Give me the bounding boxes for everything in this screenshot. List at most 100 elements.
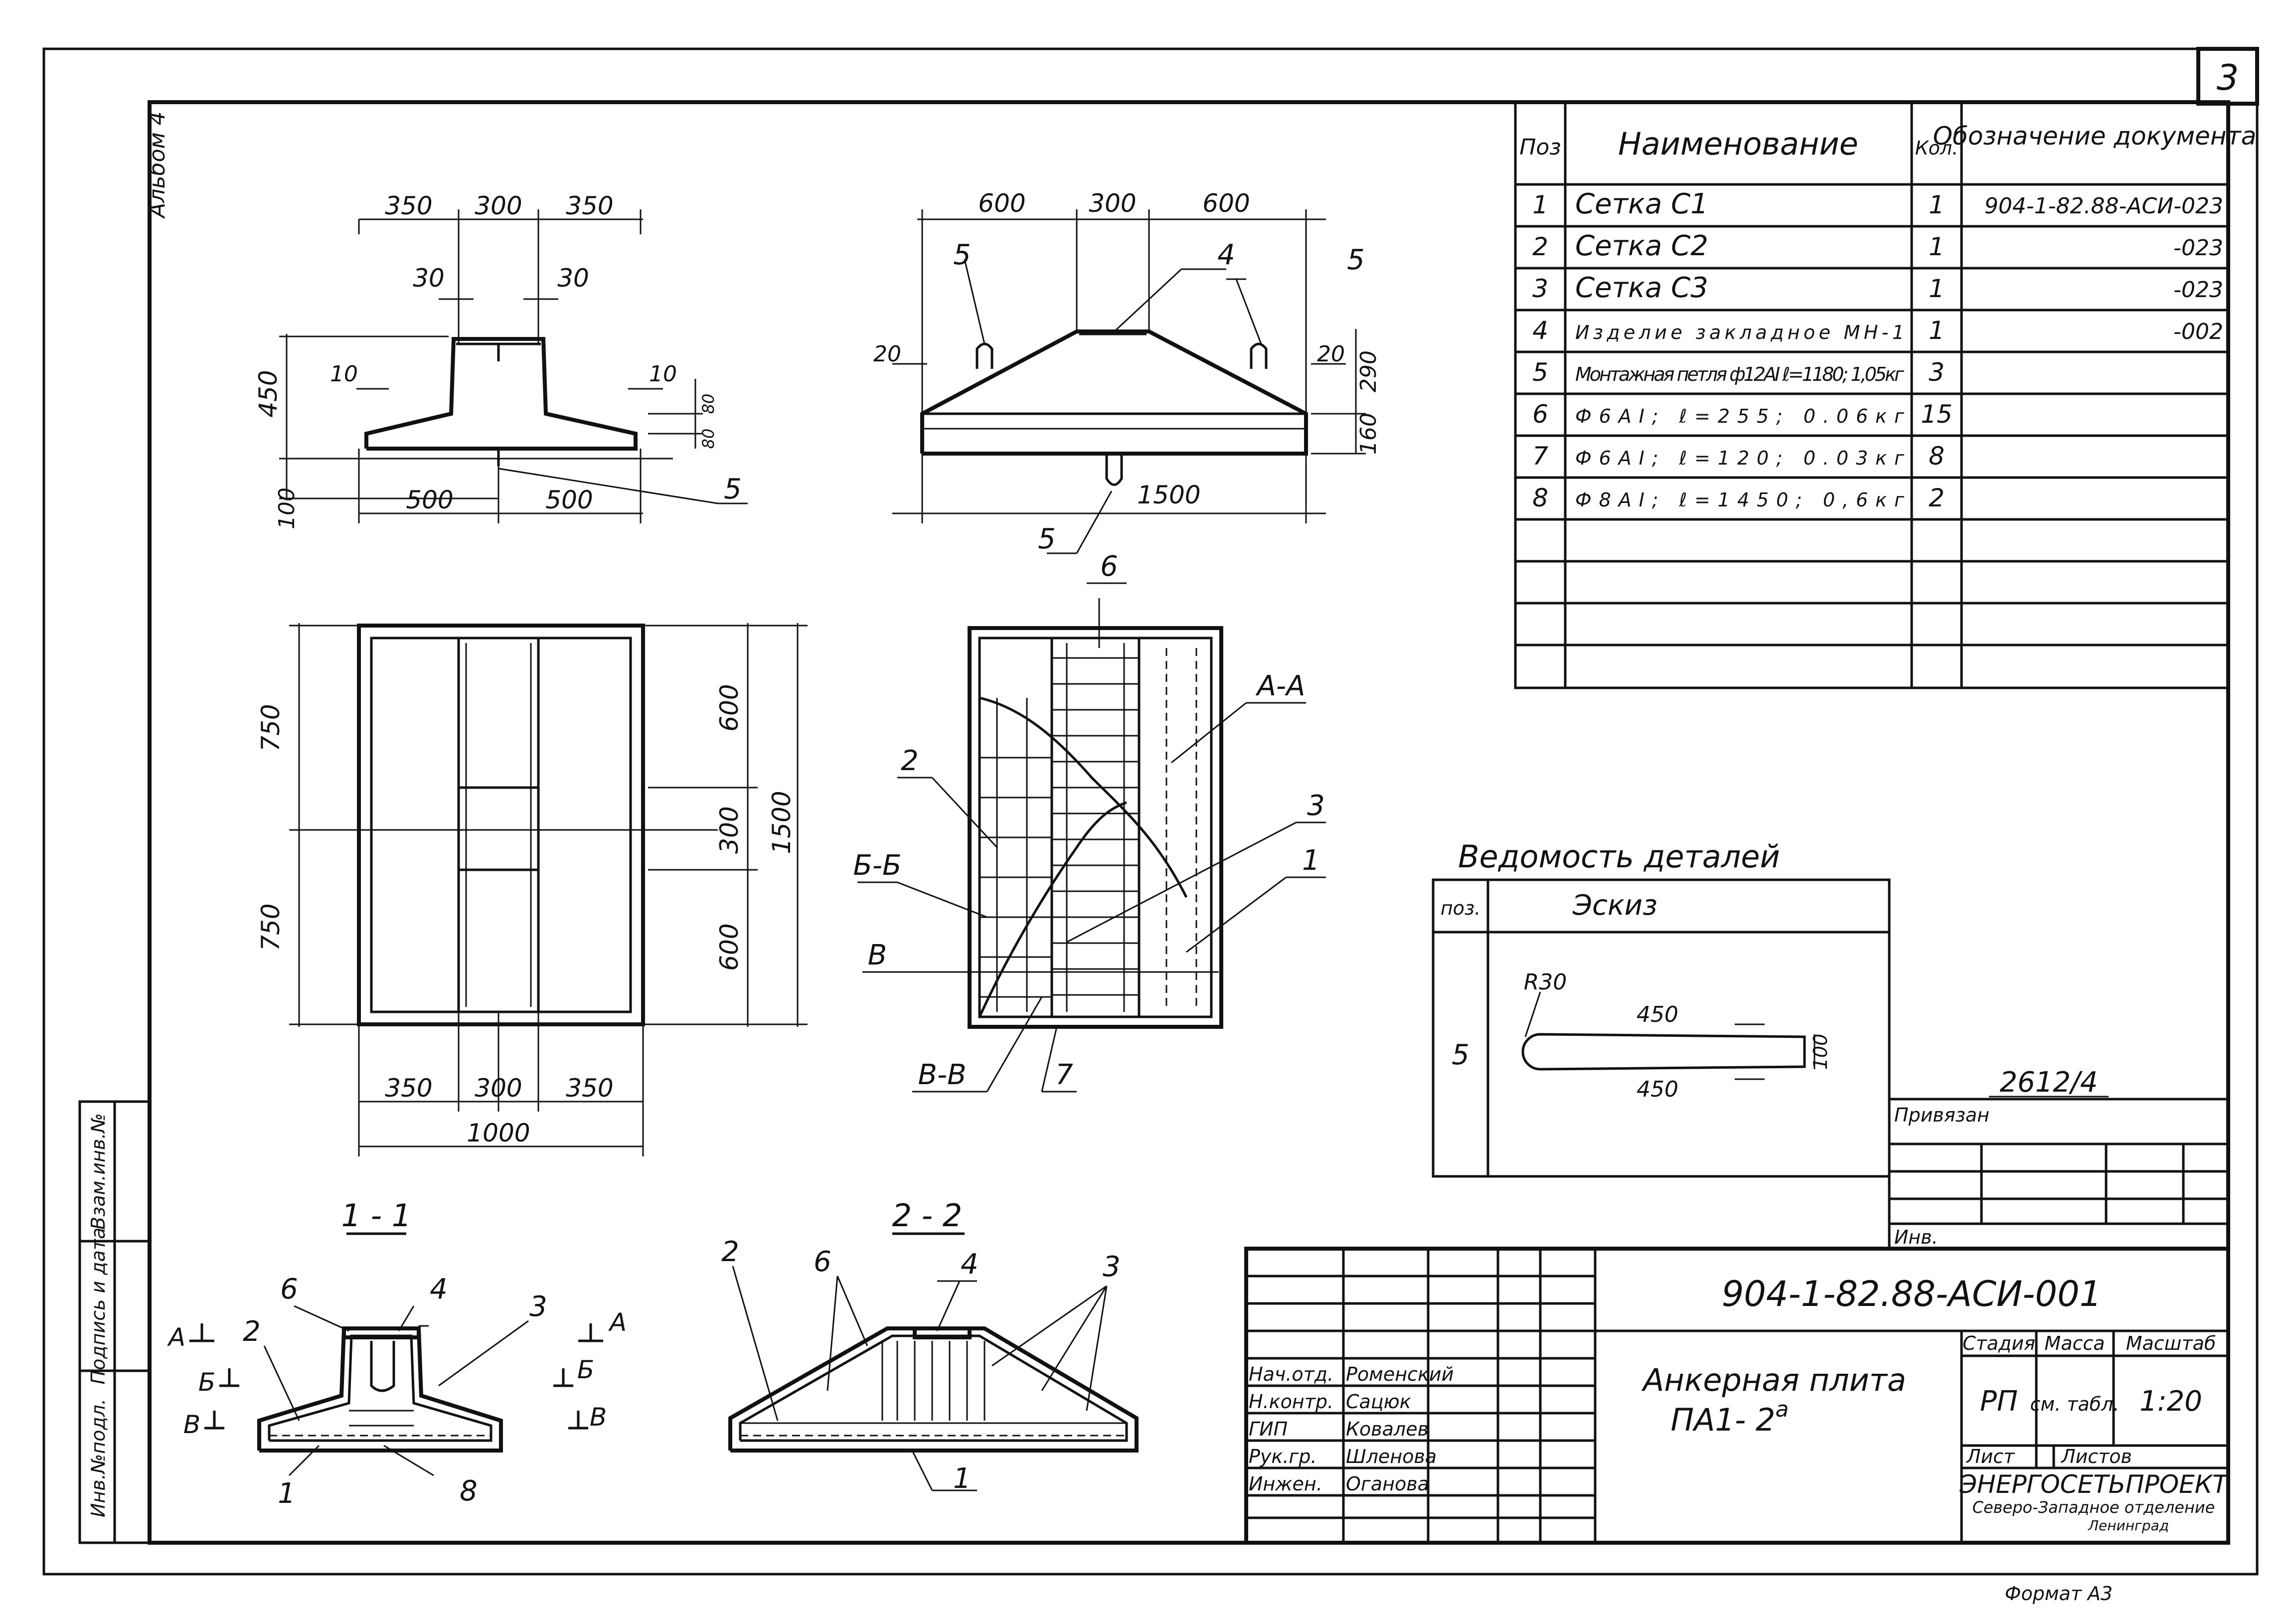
sheet-number: 3 (2217, 57, 2239, 98)
front-dim-30-right: 30 (557, 264, 589, 293)
details-radius: R30 (1524, 970, 1567, 995)
plan-dim-bottom-1: 350 (385, 1074, 432, 1103)
org-name: ЭНЕРГОСЕТЬПРОЕКТ (1959, 1470, 2229, 1499)
spec-cell-name: Ф8АI; ℓ=1450; 0,6кг (1575, 489, 1905, 511)
spec-cell-pos: 1 (1532, 190, 1548, 219)
side-dim-top-1: 600 (978, 189, 1025, 218)
details-col-sketch: Эскиз (1572, 889, 1657, 922)
front-dim-80-lower: 80 (699, 429, 718, 449)
staff-role: Н.контр. (1249, 1391, 1333, 1413)
section-1-1-title: 1 - 1 (341, 1197, 412, 1234)
spec-cell-pos: 6 (1532, 400, 1548, 429)
spec-cell-qty: 1 (1929, 316, 1945, 345)
mass-label: Масса (2044, 1332, 2105, 1354)
spec-cell-doc: -002 (2173, 319, 2223, 344)
sec11-cut-a-left: А (167, 1323, 185, 1352)
staff-name: Роменский (1346, 1363, 1454, 1385)
rebar-label-aa: А-А (1256, 670, 1306, 702)
rebar-label-3: 3 (1307, 790, 1325, 822)
staff-name: Сацюк (1346, 1391, 1411, 1413)
stage-label: Стадия (1963, 1332, 2035, 1354)
spec-cell-qty: 1 (1929, 190, 1945, 219)
inv-label: Инв. (1894, 1226, 1938, 1248)
spec-cell-qty: 1 (1929, 232, 1945, 261)
front-dim-bottom-left: 500 (406, 486, 453, 514)
rebar-label-vv: В-В (918, 1059, 966, 1091)
sec22-mark-6: 6 (814, 1246, 831, 1278)
front-dim-top-1: 350 (385, 191, 432, 220)
sec11-mark-2: 2 (243, 1315, 261, 1348)
rebar-label-bb: Б-Б (853, 849, 901, 882)
plan-dim-width: 1000 (467, 1119, 530, 1147)
sec11-mark-6: 6 (280, 1273, 298, 1305)
doc-name-2: ПА1- 2а (1671, 1397, 1789, 1438)
spec-cell-name: Сетка С1 (1575, 188, 1708, 220)
sec22-mark-2: 2 (721, 1236, 739, 1268)
side-stamp: Взам.инв.№ Подпись и дата Инв.№подл. (78, 1100, 151, 1544)
album-note: Альбом 4 (145, 111, 170, 219)
rebar-label-2: 2 (901, 745, 919, 777)
plan-dim-right-1: 600 (715, 684, 744, 731)
details-schedule: Ведомость деталей поз. Эскиз 5 R30 450 4… (1432, 838, 1891, 1178)
front-dim-top-2: 300 (475, 191, 522, 220)
tie-code: 2612/4 (1999, 1066, 2098, 1099)
sec11-cut-b-right: Б (577, 1355, 594, 1384)
sec22-mark-3: 3 (1103, 1251, 1121, 1283)
section-2-2: 2 - 2 2 6 4 3 1 (721, 1197, 1139, 1495)
sec11-cut-v-left: В (183, 1410, 200, 1439)
rebar-label-7: 7 (1055, 1059, 1073, 1091)
rebar-label-1: 1 (1302, 844, 1320, 877)
spec-cell-pos: 5 (1532, 358, 1548, 387)
tie-label: Привязан (1894, 1104, 1989, 1126)
side-mark-5-loop: 5 (1038, 523, 1056, 555)
side-view: 600 300 600 5 4 5 20 20 290 160 1500 5 (873, 189, 1381, 555)
spec-header-name: Наименование (1618, 126, 1858, 162)
rebar-label-v: В (868, 939, 887, 971)
stage-value: РП (1980, 1385, 2018, 1418)
side-dim-top-3: 600 (1202, 189, 1250, 218)
plan-dim-left-2: 750 (256, 903, 285, 951)
org-city: Ленинград (2088, 1517, 2169, 1534)
side-dim-20-right: 20 (1317, 341, 1345, 367)
spec-header-doc: Обозначение документа (1933, 122, 2257, 151)
rebar-plan: 6 А-А 2 Б-Б 3 1 В В-В 7 (853, 550, 1326, 1093)
title-block: 904-1-82.88-АСИ-001 Анкерная плита ПА1- … (1244, 1247, 2230, 1545)
spec-cell-qty: 2 (1929, 484, 1945, 512)
front-dim-top-3: 350 (566, 191, 613, 220)
sheets-label: Листов (2060, 1446, 2132, 1467)
plan-dim-left-1: 750 (256, 704, 285, 751)
spec-cell-name: Монтажная петля ф12АI ℓ=1180; 1,05кг (1575, 363, 1905, 385)
scale-value: 1:20 (2139, 1385, 2202, 1418)
org-branch: Северо-Западное отделение (1972, 1498, 2215, 1517)
spec-cell-doc: -023 (2173, 277, 2223, 303)
spec-header-pos: Поз (1519, 135, 1561, 160)
scale-label: Масштаб (2126, 1332, 2216, 1354)
sec11-cut-v-right: В (590, 1403, 607, 1432)
details-row-pos: 5 (1452, 1039, 1470, 1071)
spec-table: Поз Наименование Кол. Обозначение докуме… (1514, 101, 2257, 689)
details-length-bottom: 450 (1637, 1077, 1678, 1102)
spec-cell-name: Сетка С3 (1575, 272, 1708, 304)
sec22-mark-4: 4 (961, 1248, 979, 1281)
front-dim-height: 450 (254, 370, 283, 417)
sec11-mark-1: 1 (278, 1477, 296, 1510)
spec-cell-qty: 1 (1929, 274, 1945, 303)
sec22-mark-1: 1 (953, 1462, 971, 1495)
spec-cell-name: Ф6АI; ℓ=255; 0.06кг (1575, 405, 1905, 427)
staff-role: Рук.гр. (1249, 1446, 1317, 1467)
spec-header-doc-text: Обозначение документа (1933, 122, 2257, 151)
doc-name-2-sup: а (1776, 1397, 1789, 1422)
doc-name-2-main: ПА1- 2 (1671, 1402, 1776, 1438)
front-dim-30-left: 30 (413, 264, 445, 293)
spec-cell-pos: 3 (1532, 274, 1548, 303)
side-dim-290: 290 (1356, 350, 1381, 392)
doc-code: 904-1-82.88-АСИ-001 (1722, 1274, 2102, 1314)
sheet-frame: 3 Альбом 4 Формат А3 (42, 47, 2259, 1605)
sec11-mark-8: 8 (460, 1475, 478, 1507)
side-mark-5-left: 5 (953, 239, 971, 271)
spec-cell-pos: 7 (1532, 442, 1548, 471)
sec11-mark-4: 4 (430, 1273, 448, 1305)
front-dim-10-right: 10 (649, 361, 677, 387)
details-title: Ведомость деталей (1458, 838, 1780, 875)
side-stamp-inv-orig: Инв.№подл. (87, 1399, 109, 1517)
